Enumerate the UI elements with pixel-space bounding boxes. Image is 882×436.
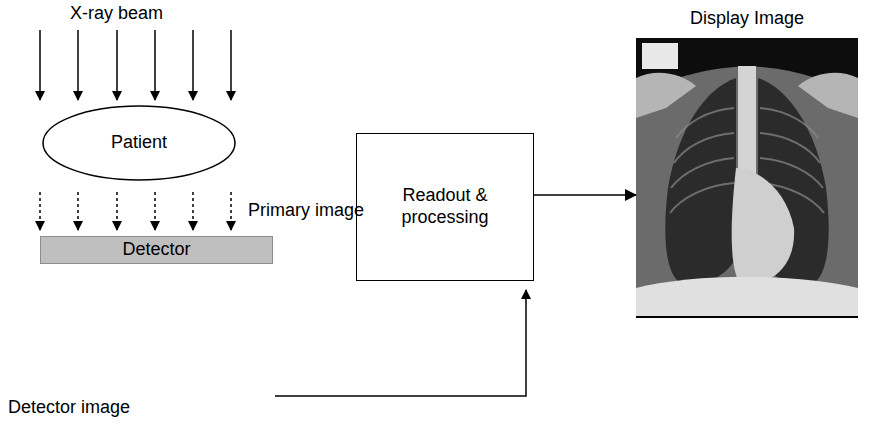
node-text: Detector xyxy=(122,239,190,261)
detector-bar: Detector xyxy=(40,236,273,264)
detector-image-leader xyxy=(275,290,526,396)
display-image: Display Image xyxy=(636,8,858,318)
node-text: Readout & processing xyxy=(380,185,510,228)
flow-arrow xyxy=(534,194,636,196)
beam-arrows xyxy=(40,30,231,100)
patient-ellipse: Patient xyxy=(42,105,236,181)
primary-image-label: Primary image xyxy=(248,200,364,222)
beam-label: X-ray beam xyxy=(70,3,163,25)
node-text: Patient xyxy=(111,132,167,154)
detector-image-label: Detector image xyxy=(8,397,130,419)
node-text: Display Image xyxy=(690,8,804,30)
process-box: Readout & processing xyxy=(356,133,534,281)
chest-xray-picture xyxy=(636,38,858,318)
primary-rays xyxy=(40,192,231,230)
